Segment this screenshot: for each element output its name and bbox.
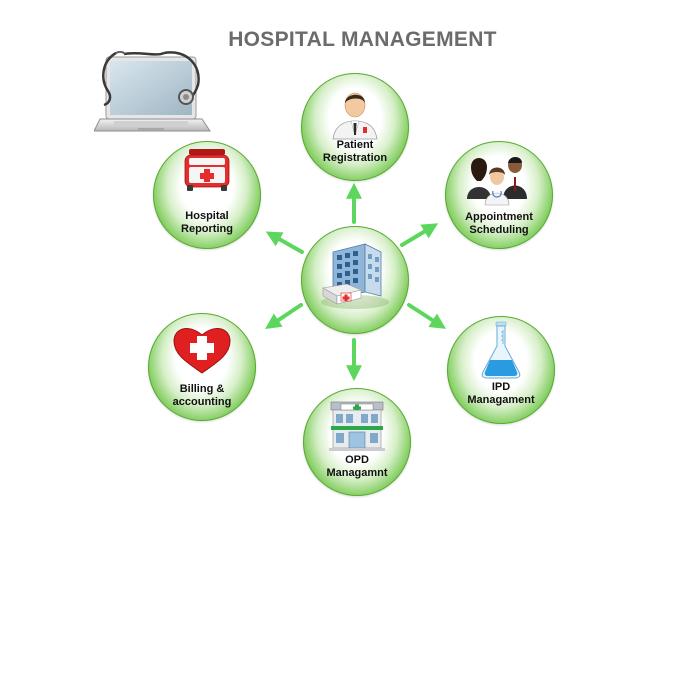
billing-accounting-label-line1: Billing & xyxy=(154,383,250,396)
patient-registration-node: Patient Registration xyxy=(301,73,409,181)
appointment-scheduling-label-line2: Scheduling xyxy=(451,224,547,237)
arrow-to-ipd-management xyxy=(409,305,440,325)
opd-management-node: OPD Managamnt xyxy=(303,388,411,496)
hospital-reporting-label-line2: Reporting xyxy=(159,223,255,236)
hospital-reporting-label-line1: Hospital xyxy=(159,210,255,223)
hospital-center-node xyxy=(301,226,409,334)
patient-registration-label-line1: Patient xyxy=(307,139,403,152)
arrow-to-billing-accounting xyxy=(271,305,301,325)
ipd-management-node: IPD Managament xyxy=(447,316,555,424)
hospital-building-icon xyxy=(301,226,409,334)
ipd-management-label-line2: Managament xyxy=(453,394,549,407)
opd-management-label-line1: OPD xyxy=(309,454,405,467)
appointment-scheduling-node: Appointment Scheduling xyxy=(445,141,553,249)
patient-registration-label-line2: Registration xyxy=(307,152,403,165)
arrow-to-hospital-reporting xyxy=(272,235,302,252)
flask-icon xyxy=(447,316,555,424)
hospital-reporting-node: Hospital Reporting xyxy=(153,141,261,249)
appointment-scheduling-label-line1: Appointment xyxy=(451,211,547,224)
opd-management-label-line2: Managamnt xyxy=(309,467,405,480)
ipd-management-label-line1: IPD xyxy=(453,381,549,394)
billing-accounting-label-line2: accounting xyxy=(154,396,250,409)
billing-accounting-node: Billing & accounting xyxy=(148,313,256,421)
